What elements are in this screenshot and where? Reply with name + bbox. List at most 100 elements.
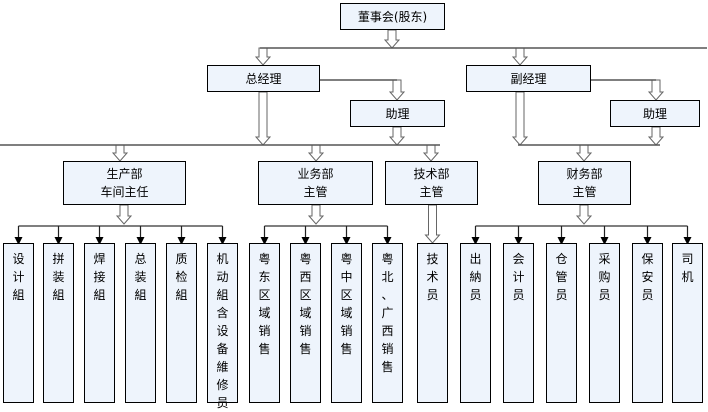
unit-label-char: 售 xyxy=(340,342,353,356)
unit-label-char: 广 xyxy=(381,306,394,320)
hollow-arrow-icon xyxy=(111,144,129,162)
unit-label-char: 员 xyxy=(641,288,654,302)
gm-assistant-label: 助理 xyxy=(385,106,410,121)
unit-label-char: 修 xyxy=(216,378,229,392)
unit-box[interactable]: 粤中区域销售 xyxy=(331,243,362,403)
unit-label-char: 管 xyxy=(555,270,568,284)
unit-label-char: 北 xyxy=(381,270,394,284)
unit-label-char: 粤 xyxy=(258,252,271,266)
unit-label-char: 区 xyxy=(340,288,353,302)
connector-lines xyxy=(0,47,707,245)
unit-label-char: 域 xyxy=(299,306,312,320)
hollow-arrow-icon xyxy=(647,79,665,101)
unit-label-char: 质 xyxy=(175,252,188,266)
unit-label-char: 出 xyxy=(469,252,482,266)
unit-label-char: 安 xyxy=(641,270,654,284)
unit-label-char: 含 xyxy=(216,306,229,320)
unit-label-char: 术 xyxy=(426,270,439,284)
unit-box[interactable]: 保安员 xyxy=(632,243,663,403)
unit-label-char: 接 xyxy=(93,270,106,284)
unit-label-char: 检 xyxy=(175,270,188,284)
hollow-arrow-icon xyxy=(424,204,441,244)
hollow-arrow-icon xyxy=(307,204,325,225)
unit-label-char: 区 xyxy=(299,288,312,302)
unit-box[interactable]: 拼装組 xyxy=(43,243,74,403)
unit-label-char: 设 xyxy=(12,252,25,266)
board-box[interactable]: 董事会(股东) xyxy=(340,3,445,30)
unit-box[interactable]: 焊接組 xyxy=(84,243,115,403)
unit-label-char: 域 xyxy=(340,306,353,320)
unit-label-char: 设 xyxy=(216,324,229,338)
dept-finance-name: 财务部 xyxy=(566,167,603,181)
unit-box[interactable]: 粤西区域销售 xyxy=(290,243,321,403)
unit-label-char: 組 xyxy=(216,288,229,302)
unit-label-char: 粤 xyxy=(299,252,312,266)
unit-box[interactable]: 仓管员 xyxy=(546,243,577,403)
unit-label-char: 计 xyxy=(12,270,25,284)
hollow-arrow-icon xyxy=(511,91,529,146)
hollow-arrow-icon xyxy=(254,91,272,146)
unit-label-char: 员 xyxy=(469,288,482,302)
unit-label-char: 会 xyxy=(512,252,525,266)
gm-assistant-box[interactable]: 助理 xyxy=(350,100,445,127)
unit-label-char: 納 xyxy=(469,270,482,284)
unit-label-char: 組 xyxy=(52,288,65,302)
unit-label-char: 組 xyxy=(175,288,188,302)
deputy-manager-label: 副经理 xyxy=(510,71,547,86)
unit-box[interactable]: 设计組 xyxy=(3,243,34,403)
unit-box[interactable]: 总装組 xyxy=(125,243,156,403)
unit-label-char: 域 xyxy=(258,306,271,320)
unit-label-char: 总 xyxy=(134,252,147,266)
unit-label-char: 计 xyxy=(512,270,525,284)
hollow-arrow-icon xyxy=(511,47,529,66)
unit-label-char: 保 xyxy=(641,252,654,266)
unit-label-char: 装 xyxy=(134,270,147,284)
unit-label-char: 动 xyxy=(216,270,229,284)
unit-label-char: 员 xyxy=(598,288,611,302)
hollow-arrow-icon xyxy=(254,47,272,66)
unit-box[interactable]: 粤北、广西销售 xyxy=(372,243,403,403)
unit-label-char: 销 xyxy=(340,324,353,338)
unit-label-char: 采 xyxy=(598,252,611,266)
unit-box[interactable]: 采购员 xyxy=(589,243,620,403)
unit-label-char: 粤 xyxy=(340,252,353,266)
deputy-assistant-box[interactable]: 助理 xyxy=(610,100,700,127)
dept-tech-head: 主管 xyxy=(419,185,444,199)
unit-box[interactable]: 粤东区域销售 xyxy=(249,243,280,403)
unit-label-char: 拼 xyxy=(52,252,65,266)
unit-label-char: 仓 xyxy=(555,252,568,266)
board-label: 董事会(股东) xyxy=(357,9,428,24)
unit-label-char: 机 xyxy=(216,252,229,266)
unit-label-char: 粤 xyxy=(381,252,394,266)
unit-label-char: 維 xyxy=(216,360,229,374)
unit-box[interactable]: 技术员 xyxy=(417,243,448,403)
dept-production-head: 车间主任 xyxy=(100,185,149,199)
dept-production-box[interactable]: 生产部 车间主任 xyxy=(63,161,186,205)
unit-label-char: 司 xyxy=(681,252,694,266)
unit-box[interactable]: 出納员 xyxy=(460,243,491,403)
unit-box[interactable]: 会计员 xyxy=(503,243,534,403)
unit-label-char: 組 xyxy=(93,288,106,302)
dept-finance-box[interactable]: 财务部 主管 xyxy=(538,161,631,205)
dept-tech-box[interactable]: 技术部 主管 xyxy=(385,161,478,205)
unit-label-char: 机 xyxy=(681,270,694,284)
hollow-arrow-icon xyxy=(422,144,440,162)
deputy-manager-box[interactable]: 副经理 xyxy=(466,65,591,92)
unit-label-char: 西 xyxy=(299,270,312,284)
unit-label-char: 员 xyxy=(555,288,568,302)
unit-label-char: 备 xyxy=(216,342,229,356)
general-manager-box[interactable]: 总经理 xyxy=(207,65,320,92)
hollow-arrow-icon xyxy=(388,79,406,101)
hollow-arrow-icon xyxy=(307,144,325,162)
dept-sales-box[interactable]: 业务部 主管 xyxy=(258,161,373,205)
unit-box[interactable]: 质检組 xyxy=(166,243,197,403)
unit-label-char: 销 xyxy=(299,324,312,338)
unit-box[interactable]: 机动組含设备維修员 xyxy=(207,243,238,410)
unit-label-char: 区 xyxy=(258,288,271,302)
unit-label-char: 售 xyxy=(381,360,394,374)
hollow-arrows xyxy=(111,29,665,244)
dept-tech-name: 技术部 xyxy=(413,167,450,181)
unit-box[interactable]: 司机 xyxy=(672,243,703,403)
unit-label-char: 組 xyxy=(12,288,25,302)
